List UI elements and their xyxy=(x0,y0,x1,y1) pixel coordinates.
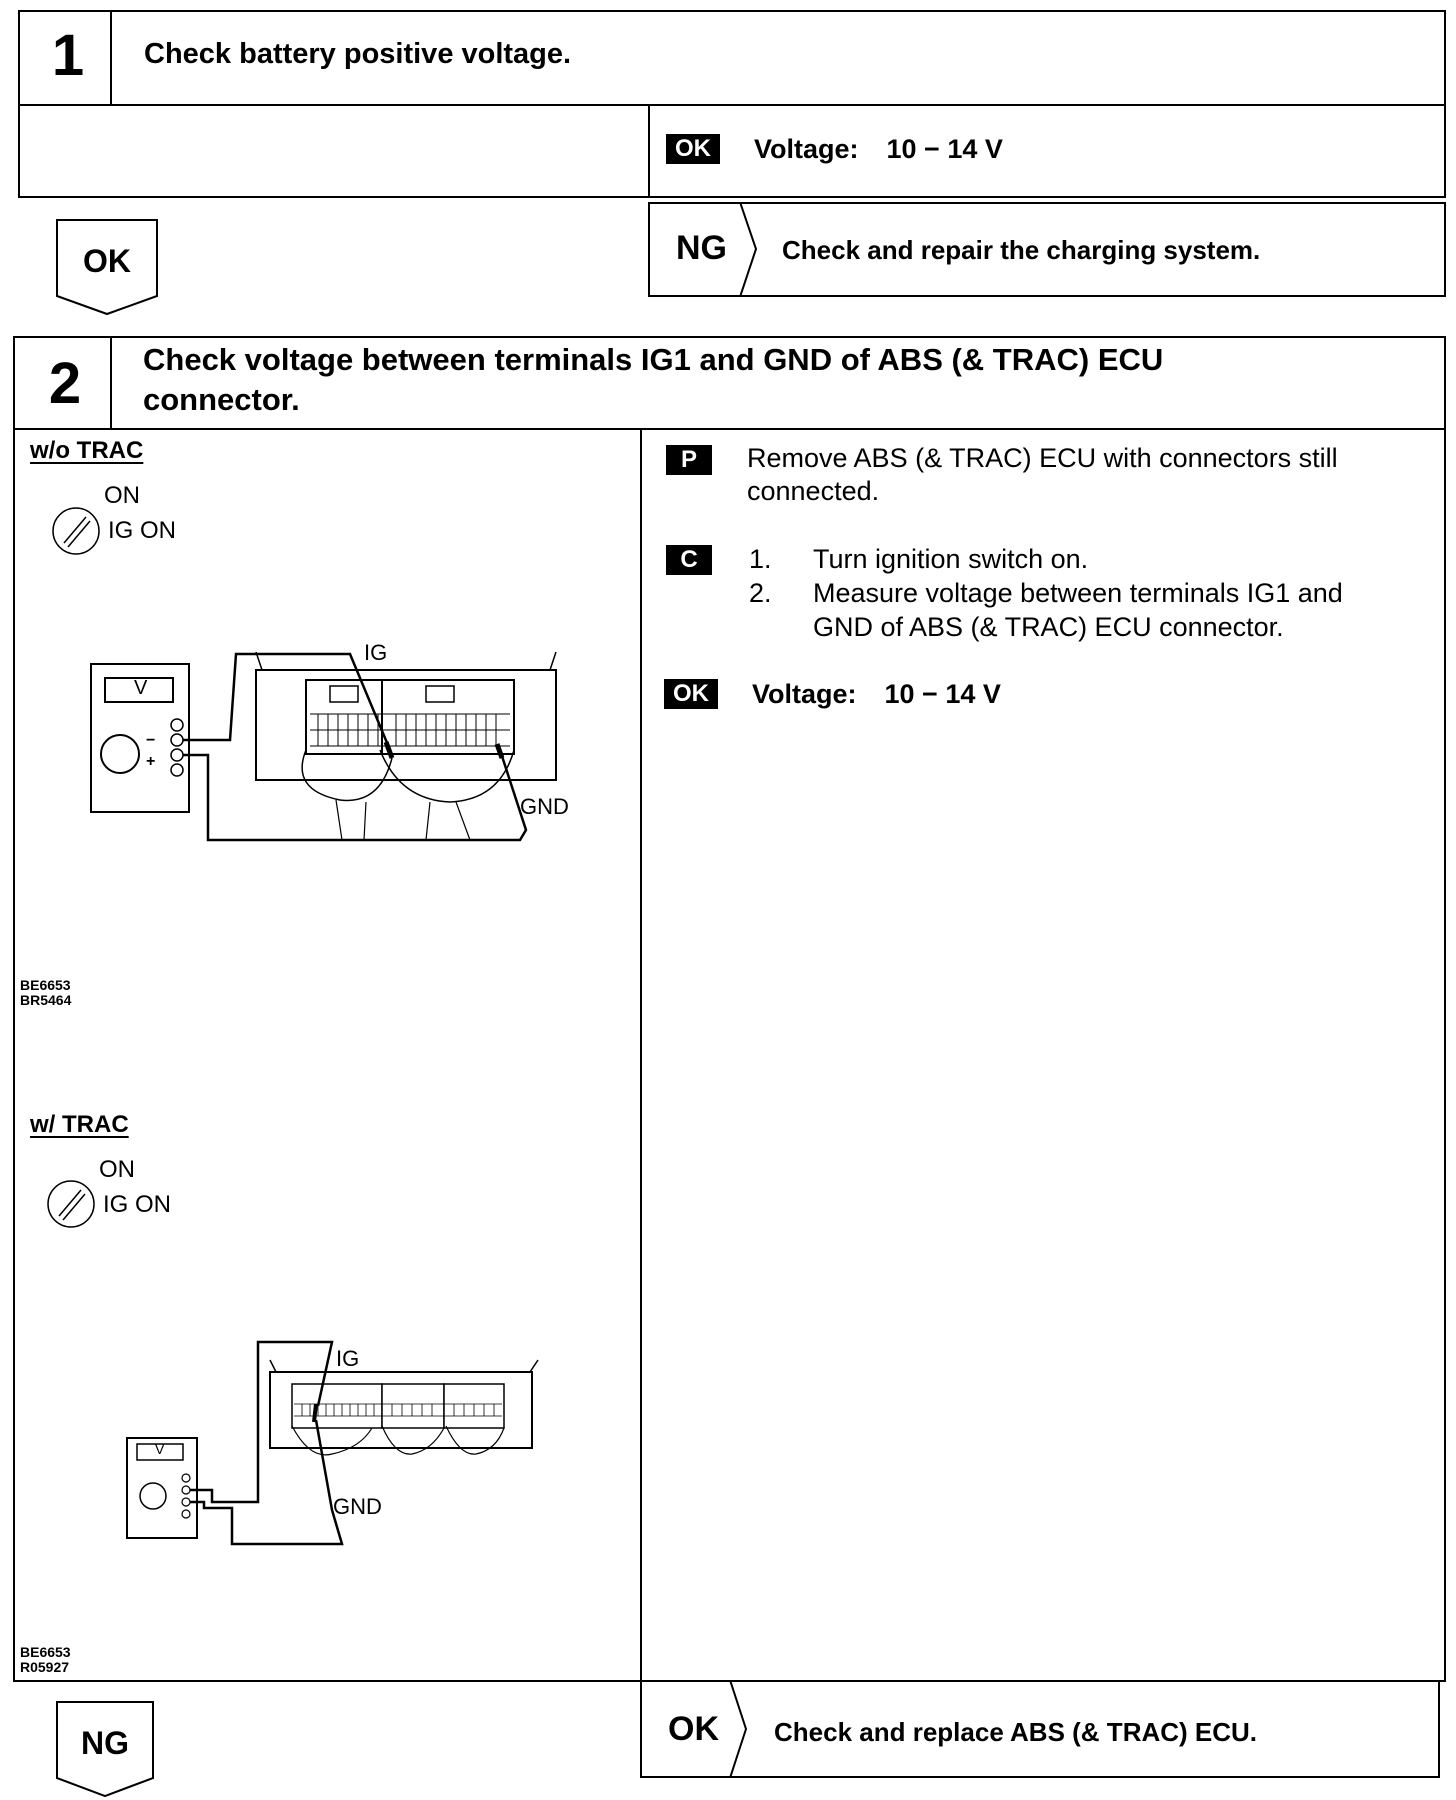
wo-trac-heading: w/o TRAC xyxy=(30,437,144,464)
step1-header-bottom xyxy=(18,104,1446,106)
w-trac-ig-label: IG xyxy=(336,1346,360,1371)
step2-ok-row: OK Voltage: 10 − 14 V xyxy=(664,676,1001,712)
wo-trac-ig-label: IG xyxy=(364,640,388,665)
step2-number: 2 xyxy=(48,351,82,416)
step1-split xyxy=(648,104,650,198)
c-item2-line1: Measure voltage between terminals IG1 an… xyxy=(813,578,1343,608)
voltmeter-dial xyxy=(139,1482,167,1510)
ecu-box xyxy=(269,1371,533,1449)
connector-mid xyxy=(381,1383,445,1429)
wo-trac-meter-label: V xyxy=(134,677,148,699)
step2-title-line2: connector. xyxy=(143,382,300,417)
w-trac-meter-label: V xyxy=(155,1441,165,1457)
voltmeter-display xyxy=(104,677,174,703)
connector-left xyxy=(305,679,389,755)
step2-ok-box xyxy=(640,1680,1440,1778)
step1-ok-row: OK Voltage: 10 − 14 V xyxy=(666,132,1003,166)
w-trac-wiring-diagram xyxy=(126,1340,539,1546)
step1-ok-arrow xyxy=(56,219,158,316)
ig-lead xyxy=(190,1340,334,1504)
step1-number-divider xyxy=(110,10,112,104)
w-trac-switch-ig: IG ON xyxy=(103,1191,172,1218)
voltmeter-jack xyxy=(170,718,184,732)
svg-text:−: − xyxy=(146,732,155,749)
voltage-label: Voltage: xyxy=(754,133,859,164)
step2-number-divider xyxy=(110,336,112,428)
voltmeter-dial xyxy=(100,734,140,774)
wo-trac-wiring-diagram: − + xyxy=(90,651,557,842)
wo-trac-switch-on: ON xyxy=(104,482,140,509)
gnd-lead xyxy=(183,749,528,842)
w-trac-code1: BE6653 xyxy=(20,1644,71,1660)
step1-ng-chevron xyxy=(739,202,758,297)
step2-ng-arrow-label: NG xyxy=(81,1725,129,1761)
wo-trac-code2: BR5464 xyxy=(20,992,72,1008)
c-item1-text: Turn ignition switch on. xyxy=(813,544,1089,574)
voltage-label: Voltage: xyxy=(752,678,857,709)
step2-ok-label: OK xyxy=(668,1710,719,1748)
wo-trac-gnd-label: GND xyxy=(520,794,569,819)
gnd-lead xyxy=(190,1419,344,1546)
ok-badge: OK xyxy=(666,134,720,164)
step2-ok-chevron xyxy=(729,1680,748,1778)
step2-split xyxy=(640,428,642,1682)
step2-ng-arrow xyxy=(56,1701,154,1798)
step2-header-bottom xyxy=(13,428,1446,430)
c-badge: C xyxy=(666,545,712,575)
w-trac-switch-on: ON xyxy=(99,1156,135,1183)
step1-title: Check battery positive voltage. xyxy=(144,38,572,70)
p-badge: P xyxy=(666,445,712,475)
wo-trac-switch-ig: IG ON xyxy=(108,517,177,544)
c-item2-line2: GND of ABS (& TRAC) ECU connector. xyxy=(813,612,1284,642)
step1-ng-text: Check and repair the charging system. xyxy=(782,235,1261,265)
p-text-line1: Remove ABS (& TRAC) ECU with connectors … xyxy=(747,443,1338,473)
c-item1-num: 1. xyxy=(749,544,772,574)
step1-ng-box xyxy=(648,202,1446,297)
connector-right xyxy=(381,679,515,755)
ig-lead xyxy=(183,652,392,751)
p-text-line2: connected. xyxy=(747,476,880,506)
voltage-value: 10 − 14 V xyxy=(884,678,1001,709)
step1-number: 1 xyxy=(51,23,85,88)
step1-ok-arrow-label: OK xyxy=(83,243,131,279)
voltmeter-jack xyxy=(170,763,184,777)
w-trac-ignition-icon xyxy=(47,1180,95,1228)
step2-ok-text: Check and replace ABS (& TRAC) ECU. xyxy=(774,1717,1258,1747)
step1-ng-label: NG xyxy=(676,229,727,267)
connector-left xyxy=(291,1383,383,1429)
step2-title-line1: Check voltage between terminals IG1 and … xyxy=(143,342,1164,377)
w-trac-gnd-label: GND xyxy=(333,1494,382,1519)
svg-text:+: + xyxy=(146,753,155,770)
voltmeter-display xyxy=(136,1443,184,1461)
c-item2-num: 2. xyxy=(749,578,772,608)
ok-badge: OK xyxy=(664,679,718,709)
wo-trac-code1: BE6653 xyxy=(20,977,71,993)
ecu-box xyxy=(255,669,557,781)
voltage-value: 10 − 14 V xyxy=(886,133,1003,164)
w-trac-code2: R05927 xyxy=(20,1659,70,1675)
w-trac-heading: w/ TRAC xyxy=(30,1111,129,1138)
wo-trac-ignition-icon xyxy=(52,507,100,555)
